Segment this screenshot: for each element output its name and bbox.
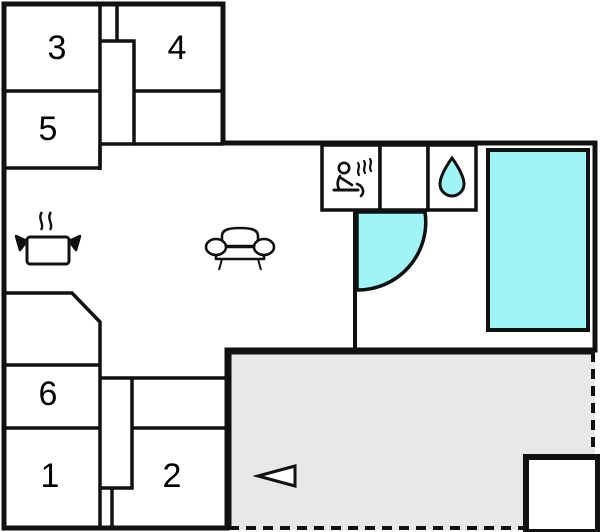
sofa-armrest-left — [204, 237, 228, 257]
sauna-person-arm — [339, 176, 354, 187]
pot-handle-left — [14, 234, 29, 252]
room-label-2: 2 — [163, 457, 182, 495]
outbuilding-square — [523, 454, 600, 532]
sauna-steam-1 — [356, 161, 361, 177]
sofa-backrest — [220, 226, 260, 248]
pool-basin — [486, 148, 590, 332]
pot-steam-1 — [39, 211, 44, 231]
sofa-leg-right — [257, 258, 262, 271]
sauna-person-head — [337, 161, 351, 175]
arrow-triangle — [252, 464, 297, 488]
pot-body — [25, 235, 71, 266]
sauna-person-back — [336, 174, 342, 191]
outbuilding-walls — [523, 454, 600, 532]
sofa-armrest-right — [252, 237, 276, 257]
room-label-1: 1 — [41, 457, 60, 495]
swimming-pool — [486, 148, 590, 332]
shower-basin-icon — [355, 210, 428, 292]
pot-handle-right — [67, 234, 82, 252]
room-labels: 3 4 5 6 1 2 — [39, 29, 187, 495]
water-drop-shape — [438, 155, 466, 198]
sauna-person-leg — [355, 182, 365, 198]
interior-walls-top — [4, 4, 223, 170]
room-label-5: 5 — [39, 110, 58, 148]
sauna-icon — [332, 157, 373, 198]
stove-pot-icon — [14, 211, 82, 266]
direction-arrow-icon — [252, 464, 297, 488]
wall-bottom-corridor — [100, 376, 134, 490]
wetroom-middle-cell — [378, 143, 430, 212]
water-drop-icon — [438, 155, 466, 198]
sofa-leg-left — [218, 258, 223, 271]
sofa-icon — [204, 226, 276, 271]
sauna-steam-2 — [362, 159, 367, 175]
wall-chamfered-corner — [4, 291, 102, 365]
pot-steam-2 — [48, 211, 53, 231]
room-label-4: 4 — [168, 29, 187, 67]
sauna-steam-3 — [368, 157, 373, 173]
sauna-cell — [320, 143, 382, 212]
room-label-6: 6 — [39, 375, 58, 413]
interior-walls-bottom — [4, 291, 227, 528]
room-label-3: 3 — [48, 29, 67, 67]
terrace-area — [226, 349, 595, 530]
